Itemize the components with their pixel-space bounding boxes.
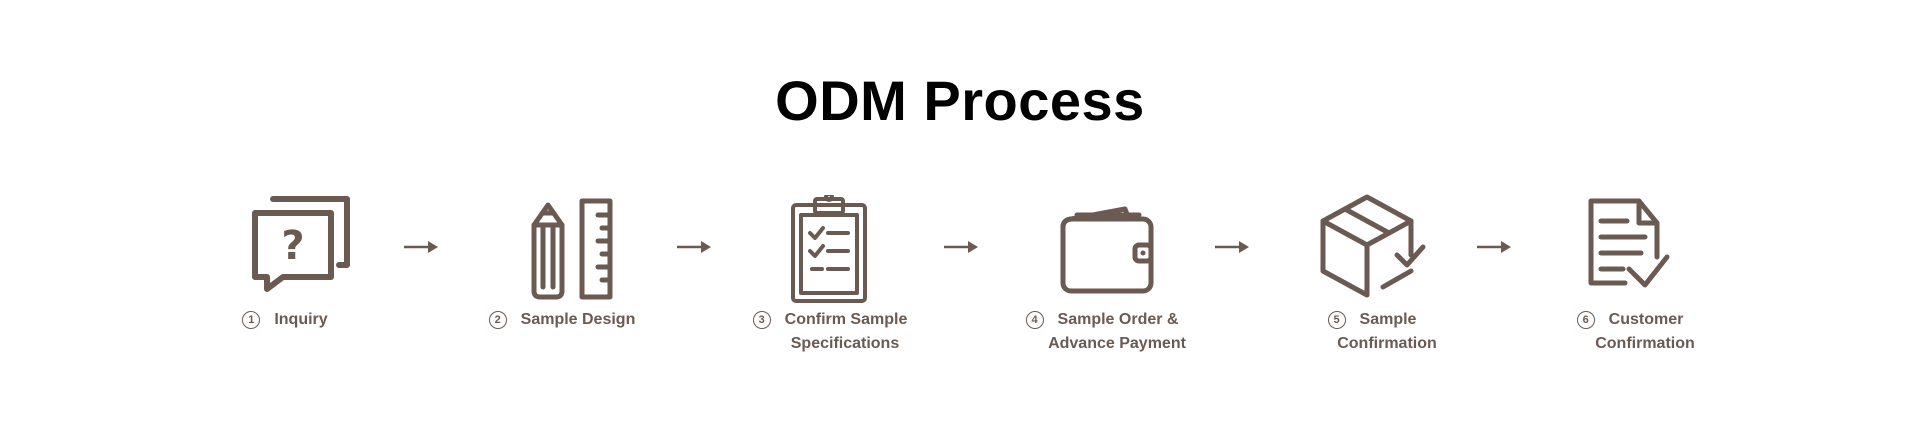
step-number-3: 3 (752, 311, 771, 329)
step-subtitle: Confirmation (1337, 335, 1437, 352)
clipboard-checklist-icon (768, 195, 898, 305)
speech-bubble-question-icon: ? (229, 191, 359, 301)
step-label-5: 5 Sample Confirmation (1222, 308, 1522, 356)
svg-text:?: ? (281, 223, 304, 269)
step-title: Sample Order & (1057, 311, 1179, 328)
box-check-icon (1311, 191, 1441, 301)
step-number-6: 6 (1576, 311, 1595, 329)
step-title: Inquiry (274, 311, 328, 328)
step-number-1: 1 (242, 311, 261, 329)
step-subtitle: Confirmation (1595, 335, 1695, 352)
step-number-4: 4 (1025, 311, 1044, 329)
step-title: Sample Design (520, 311, 636, 328)
step-label-4: 4 Sample Order & Advance Payment (952, 308, 1252, 356)
arrow-right-icon (404, 238, 440, 256)
step-subtitle: Advance Payment (1048, 335, 1186, 352)
step-title: Confirm Sample (784, 311, 908, 328)
step-number-5: 5 (1327, 311, 1346, 329)
step-label-2: 2 Sample Design (412, 308, 712, 332)
step-label-3: 3 Confirm Sample Specifications (680, 308, 980, 356)
page-title: ODM Process (775, 69, 1145, 132)
step-title: Customer (1608, 311, 1684, 328)
arrow-right-icon (1477, 238, 1513, 256)
step-number-2: 2 (488, 311, 507, 329)
step-subtitle: Specifications (790, 335, 900, 352)
arrow-right-icon (944, 238, 980, 256)
step-label-6: 6 Customer Confirmation (1480, 308, 1780, 356)
step-title: Sample (1359, 311, 1417, 328)
step-label-1: 1 Inquiry (135, 308, 435, 332)
arrow-right-icon (1215, 238, 1251, 256)
document-check-icon (1569, 195, 1699, 305)
pencil-ruler-icon (508, 195, 638, 305)
wallet-icon (1043, 195, 1173, 305)
arrow-right-icon (677, 238, 713, 256)
